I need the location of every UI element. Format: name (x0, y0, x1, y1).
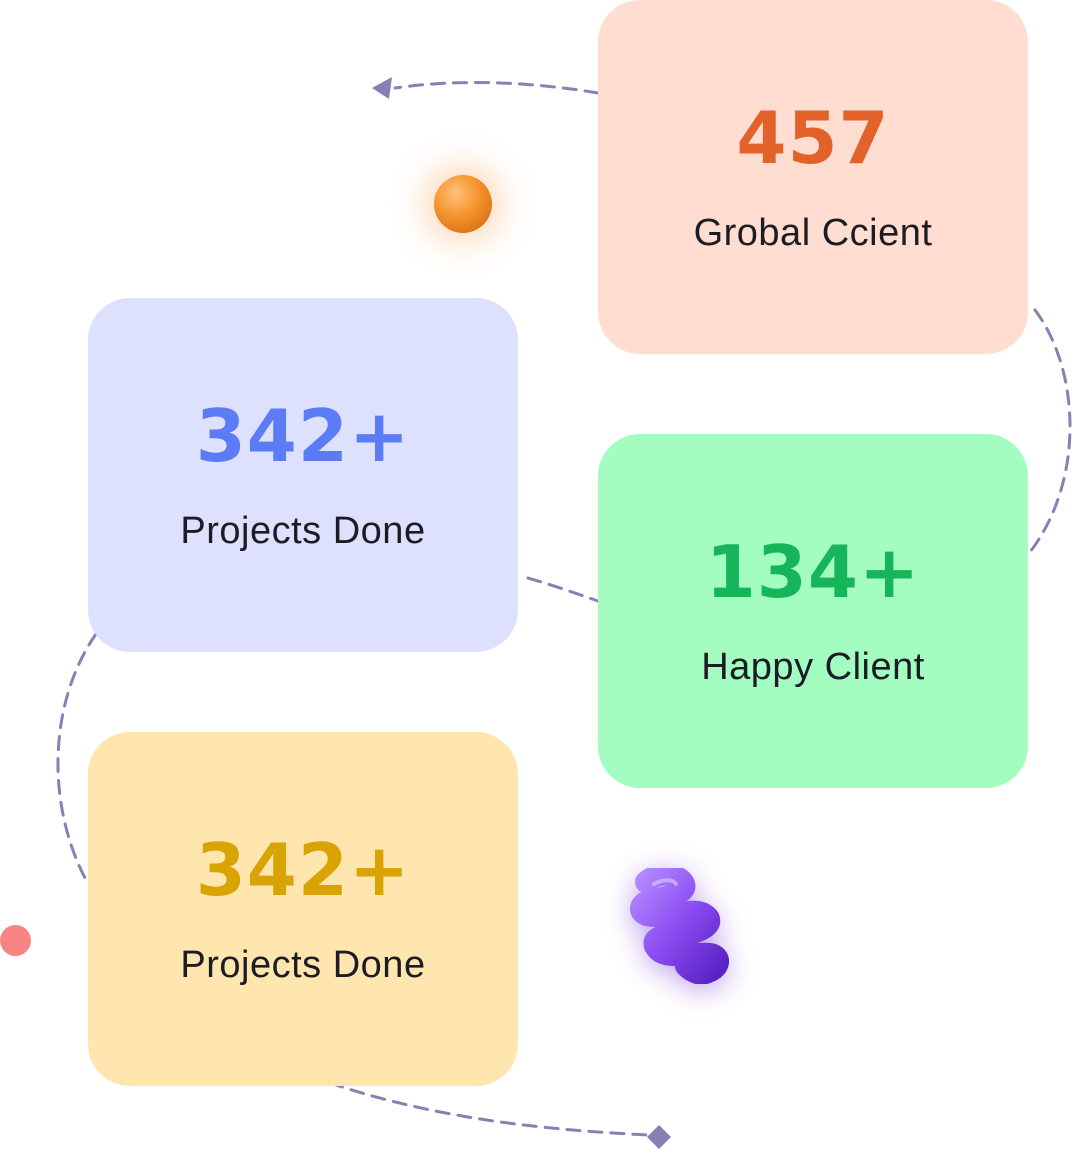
stat-value: 457 (736, 96, 890, 180)
stat-label: Grobal Ccient (693, 212, 933, 254)
stat-card-projects-done-secondary: 342+ Projects Done (88, 732, 518, 1086)
connector-right (1028, 308, 1072, 554)
connector-left (56, 632, 98, 880)
arrowhead-icon (372, 77, 392, 99)
stat-value: 342+ (195, 828, 411, 912)
connector-bottom (328, 1081, 650, 1137)
purple-spiral-icon (630, 868, 729, 984)
stat-card-happy-client: 134+ Happy Client (598, 434, 1028, 788)
stat-label: Projects Done (180, 944, 426, 986)
stat-value: 134+ (705, 530, 921, 614)
orange-sphere-icon (434, 175, 492, 233)
pink-dot-icon (0, 925, 31, 956)
stat-value: 342+ (195, 394, 411, 478)
stat-label: Happy Client (701, 646, 925, 688)
stat-card-global-client: 457 Grobal Ccient (598, 0, 1028, 354)
connector-top (393, 81, 600, 95)
stat-label: Projects Done (180, 510, 426, 552)
stat-card-projects-done: 342+ Projects Done (88, 298, 518, 652)
diamond-icon (647, 1125, 671, 1149)
connector-middle (526, 576, 600, 603)
